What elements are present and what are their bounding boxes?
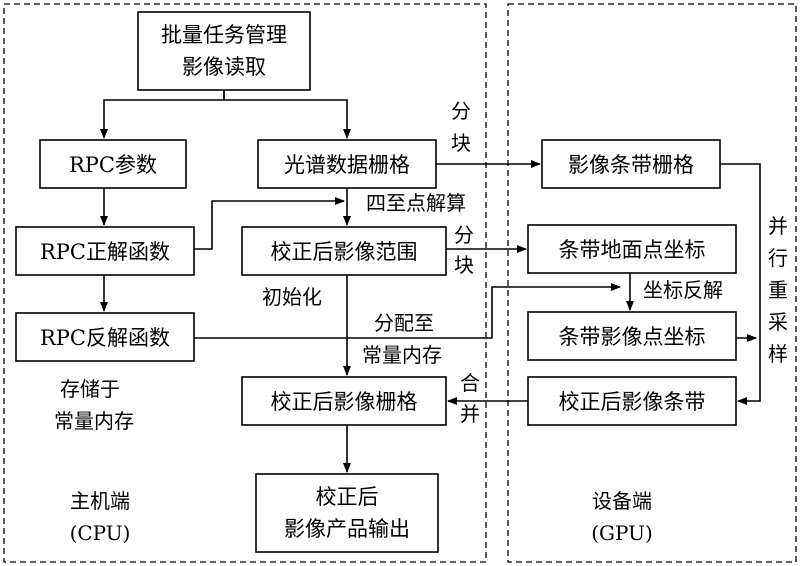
- corrected-grid-text: 校正后影像栅格: [271, 390, 418, 414]
- rpc-forward-box: [15, 226, 195, 276]
- batch-task-box: [137, 11, 311, 91]
- alloc-label-line1: 分配至: [374, 311, 434, 335]
- arrow-batch-to-spectral-grid: [223, 90, 351, 139]
- batch-task-text-line1: 批量任务管理: [161, 23, 287, 47]
- store-label-line2: 常量内存: [54, 409, 134, 433]
- device-label-line2: (GPU): [591, 521, 653, 545]
- corrected-range-box: [241, 226, 447, 276]
- four-corners-label: 四至点解算: [366, 191, 466, 215]
- rpc-params-text: RPC参数: [69, 153, 157, 177]
- store-label-line1: 存储于: [60, 377, 120, 401]
- split-label-2a: 分: [454, 223, 474, 247]
- device-region: [507, 3, 797, 563]
- ground-coords-box: [527, 224, 737, 274]
- corrected-grid-box: [241, 376, 447, 426]
- batch-task-text-line2: 影像读取: [182, 55, 266, 79]
- corrected-strip-box: [527, 376, 737, 426]
- ground-coords-text: 条带地面点坐标: [559, 238, 706, 262]
- image-coords-text: 条带影像点坐标: [559, 325, 706, 349]
- alloc-label-line2: 常量内存: [362, 343, 442, 367]
- parallel-label-5: 样: [768, 342, 788, 366]
- rpc-inverse-text: RPC反解函数: [40, 326, 170, 350]
- strip-grid-text: 影像条带栅格: [568, 153, 694, 177]
- image-coords-box: [527, 311, 737, 361]
- parallel-label-3: 重: [768, 278, 788, 302]
- product-output-text-line2: 影像产品输出: [284, 517, 410, 541]
- host-label-line2: (CPU): [70, 521, 131, 545]
- arrow-batch-to-rpc-params: [100, 90, 225, 139]
- product-output-text-line1: 校正后: [316, 485, 379, 509]
- rpc-forward-text: RPC正解函数: [40, 240, 170, 264]
- product-output-box: [255, 473, 439, 553]
- rpc-inverse-box: [15, 312, 195, 362]
- parallel-label-2: 行: [768, 246, 788, 270]
- spectral-grid-box: [257, 139, 437, 189]
- parallel-label-1: 并: [768, 214, 788, 238]
- split-label-2b: 块: [454, 253, 474, 277]
- host-region: [3, 3, 487, 563]
- parallel-label-4: 采: [768, 310, 788, 334]
- corrected-range-text: 校正后影像范围: [271, 240, 418, 264]
- merge-label-b: 并: [460, 402, 480, 426]
- init-label: 初始化: [262, 285, 322, 309]
- arrow-strip-grid-parallel-resample: [720, 163, 761, 405]
- arrow-inverse-to-coord-inverse: [194, 283, 621, 339]
- strip-grid-box: [541, 139, 721, 189]
- arrow-forward-to-four-corners: [194, 197, 345, 250]
- rpc-params-box: [39, 139, 187, 189]
- corrected-strip-text: 校正后影像条带: [559, 390, 706, 414]
- host-label-line1: 主机端: [70, 489, 130, 513]
- coord-inverse-label: 坐标反解: [643, 278, 723, 302]
- spectral-grid-text: 光谱数据栅格: [284, 153, 410, 177]
- split-label-1a: 分: [451, 99, 471, 123]
- device-label-line1: 设备端: [592, 489, 652, 513]
- merge-label-a: 合: [460, 371, 480, 395]
- split-label-1b: 块: [451, 131, 471, 155]
